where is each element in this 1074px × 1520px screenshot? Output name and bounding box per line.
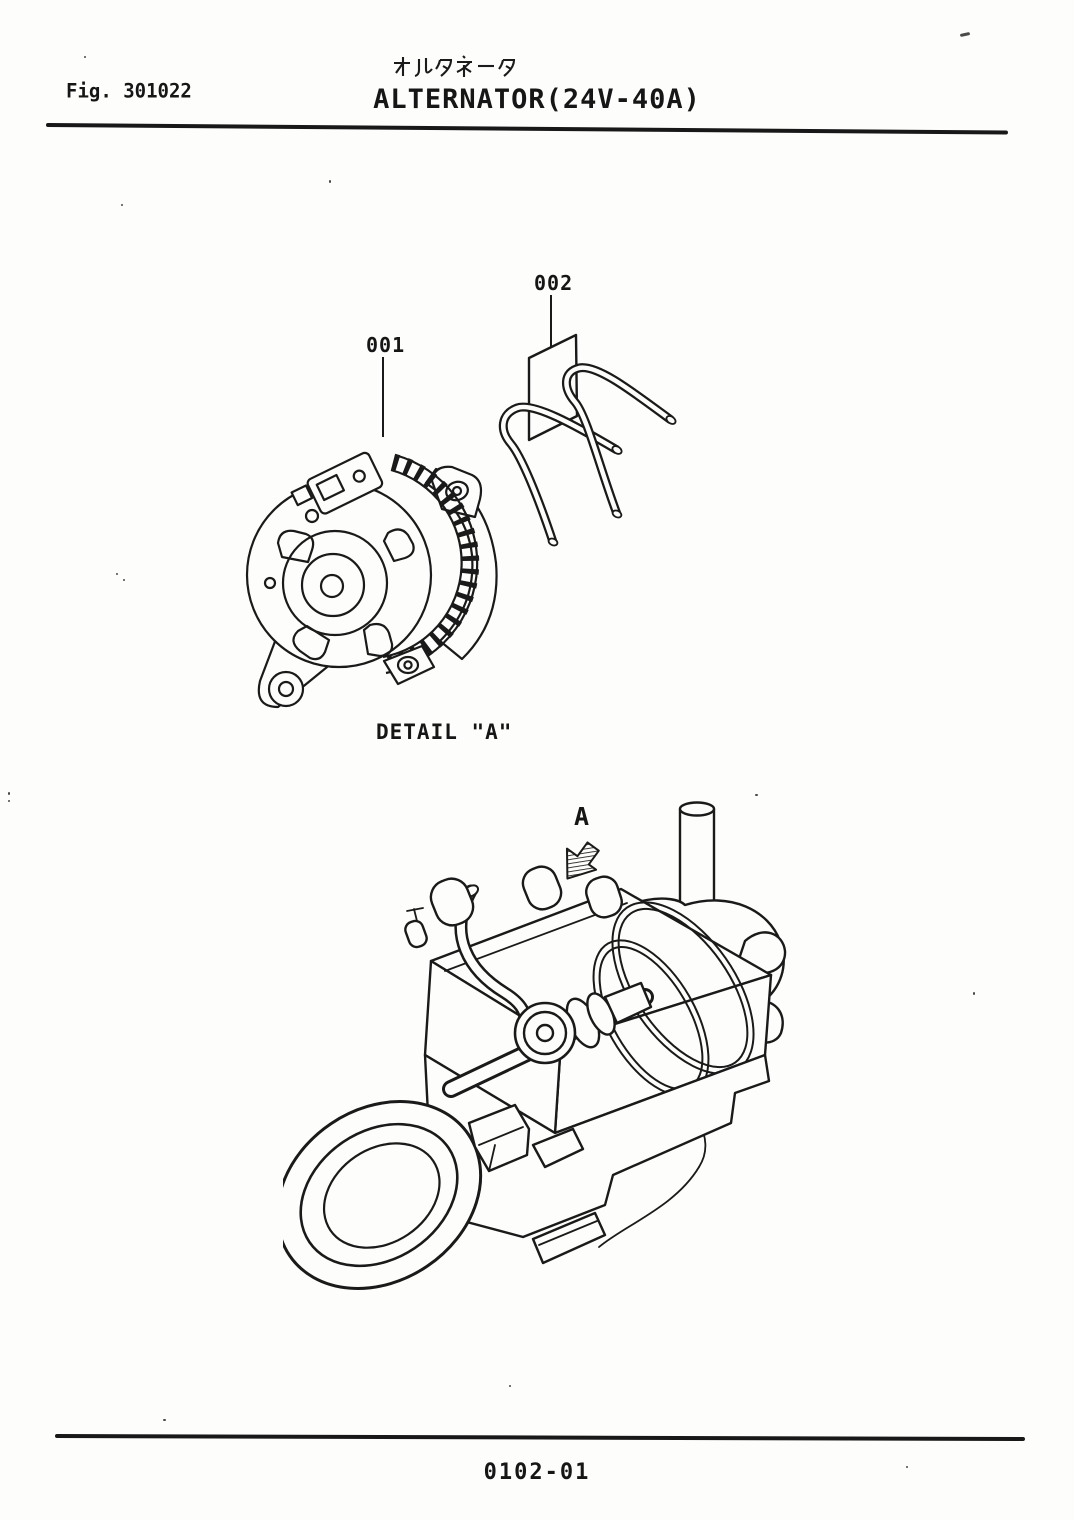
- page-title: ALTERNATOR(24V-40A): [373, 84, 701, 115]
- scan-speck: [509, 1385, 511, 1387]
- v-belt-drawing: [498, 333, 677, 547]
- alternator-drawing: [245, 451, 498, 709]
- scan-speck: [116, 573, 118, 575]
- scan-speck: [163, 1419, 166, 1421]
- view-direction-arrow-icon: [565, 841, 600, 880]
- leader-line-002: [550, 295, 552, 351]
- part-callout-001: 001: [366, 333, 406, 357]
- title-japanese-text: オルタネータ: [0, 0, 1, 1]
- scan-speck: [121, 204, 123, 206]
- footer-divider: [54, 1434, 1026, 1442]
- scan-speck: [84, 56, 86, 58]
- scan-speck: [959, 31, 971, 38]
- title-japanese-glyphs: [394, 55, 516, 78]
- header-divider: [45, 123, 1008, 135]
- scan-speck: [8, 800, 10, 802]
- detail-caption: DETAIL "A": [376, 720, 513, 744]
- scan-speck: [329, 180, 331, 183]
- scan-speck: [123, 579, 125, 581]
- part-callout-002: 002: [534, 271, 574, 295]
- leader-line-001: [382, 357, 384, 437]
- scan-speck: [755, 794, 758, 796]
- page-code: 0102-01: [483, 1460, 591, 1485]
- engine-drawing: [283, 801, 787, 1290]
- view-marker-a: A: [574, 802, 590, 831]
- scan-speck: [8, 792, 10, 795]
- scan-speck: [973, 992, 975, 995]
- figure-number: Fig. 301022: [66, 79, 192, 103]
- scan-speck: [906, 1466, 908, 1468]
